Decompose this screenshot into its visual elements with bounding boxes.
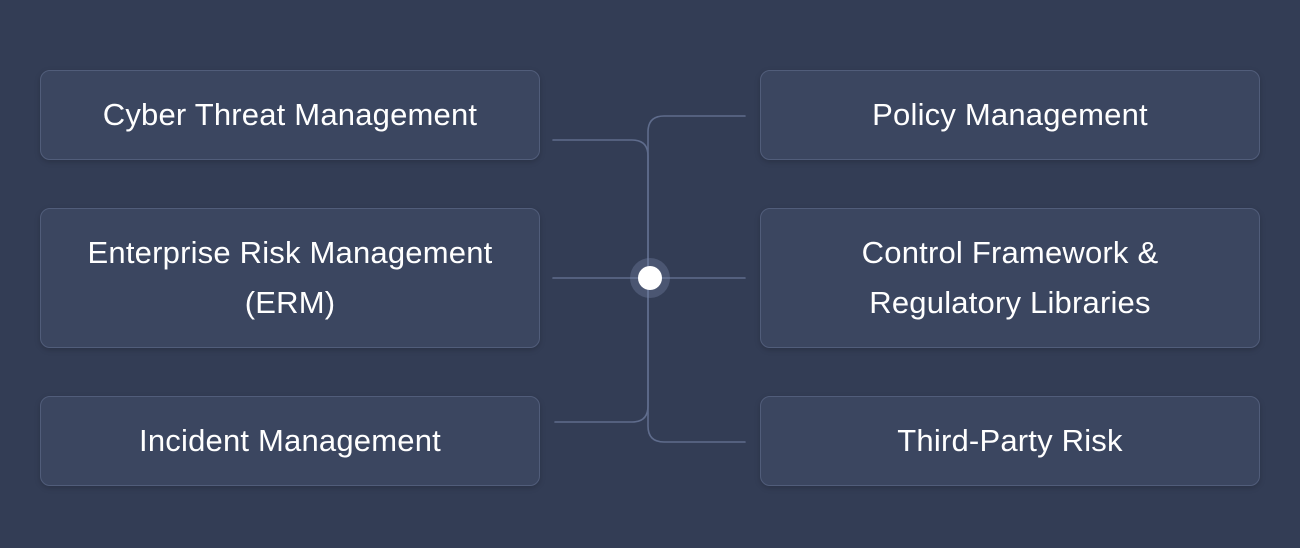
node-cyber-threat-management: Cyber Threat Management bbox=[40, 70, 540, 160]
connector-right-bottom bbox=[647, 277, 746, 443]
node-label: Enterprise Risk Management (ERM) bbox=[87, 235, 493, 320]
node-label: Incident Management bbox=[139, 423, 441, 458]
node-policy-management: Policy Management bbox=[760, 70, 1260, 160]
node-enterprise-risk-management: Enterprise Risk Management (ERM) bbox=[40, 208, 540, 348]
connector-left-top bbox=[552, 139, 649, 279]
connector-right-top bbox=[647, 115, 746, 279]
connector-left-bottom bbox=[554, 277, 649, 423]
node-control-framework-regulatory-libraries: Control Framework & Regulatory Libraries bbox=[760, 208, 1260, 348]
hub-node bbox=[638, 266, 662, 290]
node-label: Cyber Threat Management bbox=[102, 97, 478, 132]
node-label: Policy Management bbox=[872, 97, 1148, 132]
node-third-party-risk: Third-Party Risk bbox=[760, 396, 1260, 486]
node-incident-management: Incident Management bbox=[40, 396, 540, 486]
node-label: Control Framework & Regulatory Libraries bbox=[861, 235, 1159, 320]
node-label: Third-Party Risk bbox=[897, 423, 1123, 458]
